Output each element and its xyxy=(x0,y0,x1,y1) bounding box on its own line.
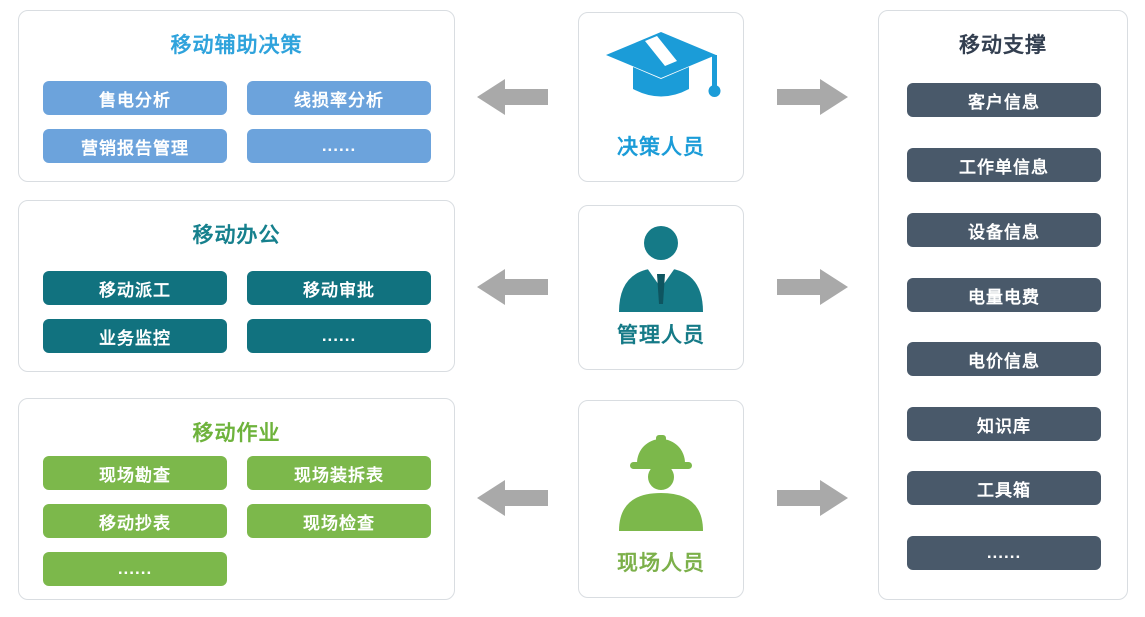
field-worker-icon xyxy=(579,429,743,533)
node-line-loss-analysis: 线损率分析 xyxy=(247,81,431,115)
node-meter-install: 现场装拆表 xyxy=(247,456,431,490)
role-box-field: 现场人员 xyxy=(578,400,744,598)
node-equipment-info: 设备信息 xyxy=(907,213,1101,247)
arrow-right-row2 xyxy=(777,269,848,305)
node-site-inspection: 现场检查 xyxy=(247,504,431,538)
role-box-decision: 决策人员 xyxy=(578,12,744,182)
panel-field-title: 移动作业 xyxy=(192,422,281,445)
node-field-more: ...... xyxy=(43,552,227,586)
role-manager-label: 管理人员 xyxy=(617,324,705,347)
arrow-left-row3 xyxy=(477,480,548,516)
node-work-order-info: 工作单信息 xyxy=(907,148,1101,182)
arrow-left-row1 xyxy=(477,79,548,115)
node-business-monitor: 业务监控 xyxy=(43,319,227,353)
node-tariff-info: 电价信息 xyxy=(907,342,1101,376)
node-decision-more: ...... xyxy=(247,129,431,163)
graduation-cap-icon xyxy=(579,27,743,123)
node-knowledge-base: 知识库 xyxy=(907,407,1101,441)
panel-field-work: 移动作业 现场勘查 现场装拆表 移动抄表 现场检查 ...... xyxy=(18,398,455,600)
node-marketing-report: 营销报告管理 xyxy=(43,129,227,163)
panel-mobile-office: 移动办公 移动派工 移动审批 业务监控 ...... xyxy=(18,200,455,372)
node-site-survey: 现场勘查 xyxy=(43,456,227,490)
role-decision-label: 决策人员 xyxy=(617,136,705,159)
panel-mobile-support: 移动支撑 客户信息 工作单信息 设备信息 电量电费 电价信息 知识库 工具箱 .… xyxy=(878,10,1128,600)
node-support-more: ...... xyxy=(907,536,1101,570)
arrow-left-row2 xyxy=(477,269,548,305)
node-energy-billing: 电量电费 xyxy=(907,278,1101,312)
panel-decision-support: 移动辅助决策 售电分析 线损率分析 营销报告管理 ...... xyxy=(18,10,455,182)
panel-decision-title: 移动辅助决策 xyxy=(170,34,303,57)
node-office-more: ...... xyxy=(247,319,431,353)
node-meter-reading: 移动抄表 xyxy=(43,504,227,538)
node-toolbox: 工具箱 xyxy=(907,471,1101,505)
arrow-right-row1 xyxy=(777,79,848,115)
node-dispatch: 移动派工 xyxy=(43,271,227,305)
role-box-manager: 管理人员 xyxy=(578,205,744,370)
manager-person-icon xyxy=(579,220,743,314)
node-sales-analysis: 售电分析 xyxy=(43,81,227,115)
node-approval: 移动审批 xyxy=(247,271,431,305)
arrow-right-row3 xyxy=(777,480,848,516)
node-customer-info: 客户信息 xyxy=(907,83,1101,117)
role-field-label: 现场人员 xyxy=(617,552,705,575)
panel-support-title: 移动支撑 xyxy=(959,34,1047,57)
panel-office-title: 移动办公 xyxy=(192,224,281,247)
